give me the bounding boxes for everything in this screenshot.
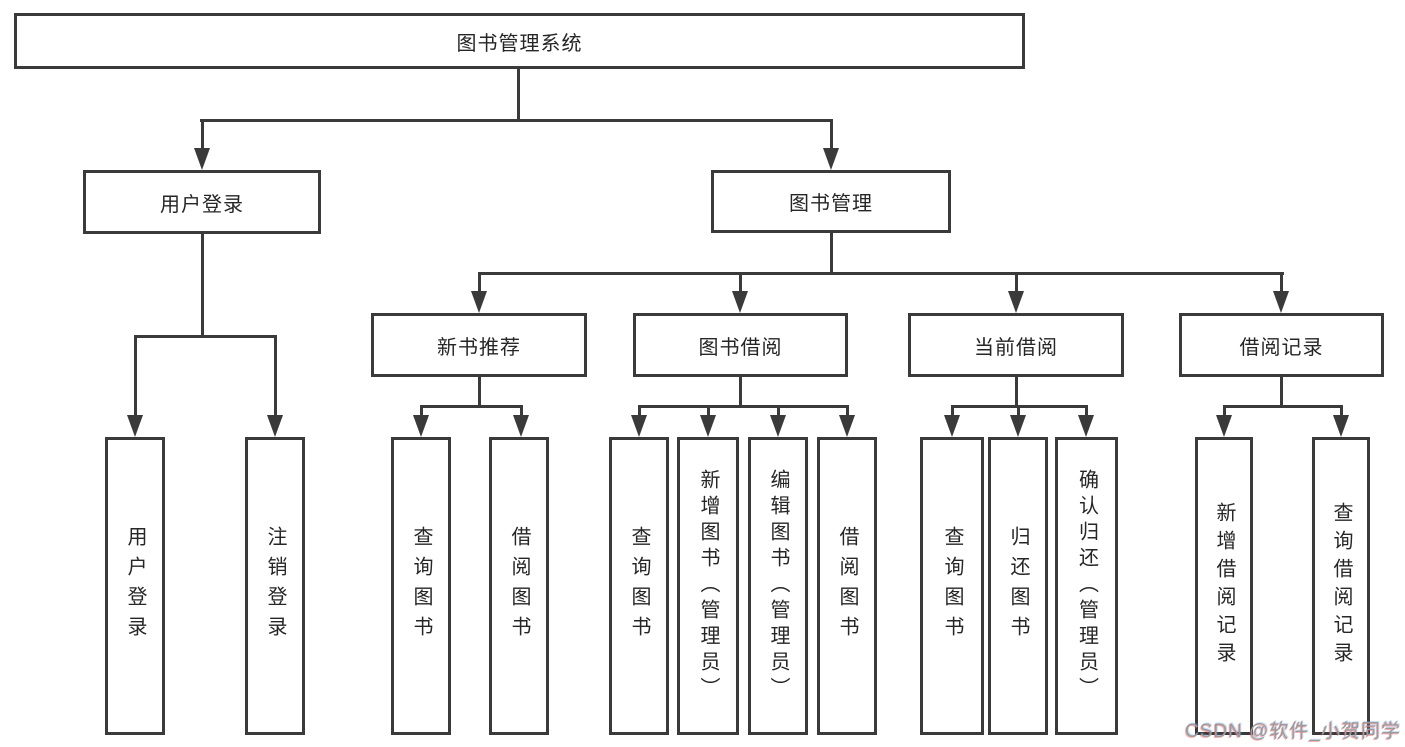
leaf-add-books-admin: 新增图书（管理员） [677, 437, 739, 735]
connector-line [517, 69, 520, 121]
connector-line [200, 234, 204, 338]
connector-line [1339, 405, 1343, 420]
connector-line [1222, 405, 1226, 420]
connector-line [477, 272, 1284, 275]
connector-line [829, 233, 833, 275]
leaf-query-books-borrowing: 查询图书 [609, 437, 669, 735]
arrow-down-icon [839, 415, 855, 437]
connector-line [519, 405, 523, 420]
connector-line [776, 405, 780, 420]
connector-line [738, 272, 742, 297]
connector-line [1014, 272, 1018, 297]
connector-line [1014, 377, 1018, 408]
arrow-down-icon [267, 415, 283, 437]
connector-line [419, 405, 423, 420]
connector-line [950, 405, 954, 420]
connector-line [1016, 405, 1020, 420]
connector-line [637, 405, 849, 408]
node-label: 归还图书 [1007, 526, 1029, 646]
arrow-down-icon [194, 148, 210, 170]
node-label: 编辑图书（管理员） [767, 469, 789, 703]
node-label: 新书推荐 [437, 336, 521, 359]
node-label: 确认归还（管理员） [1075, 469, 1098, 703]
leaf-query-books-recommend: 查询图书 [391, 437, 451, 735]
connector-line [637, 405, 641, 420]
node-label: 新增图书（管理员） [697, 469, 719, 703]
connector-line [133, 335, 137, 419]
connector-line [1084, 405, 1088, 420]
connector-line [477, 272, 481, 297]
node-label: 用户登录 [124, 526, 146, 646]
arrow-down-icon [1333, 415, 1349, 437]
connector-line [477, 377, 481, 408]
arrow-down-icon [1216, 415, 1232, 437]
leaf-borrow-books-recommend: 借阅图书 [489, 437, 549, 735]
node-label: 图书借阅 [698, 336, 783, 359]
leaf-edit-books-admin: 编辑图书（管理员） [748, 437, 808, 735]
leaf-logout: 注销登录 [245, 437, 305, 735]
csdn-watermark: CSDN @软件_小贺同学 [1185, 721, 1401, 742]
leaf-confirm-return-admin: 确认归还（管理员） [1055, 437, 1118, 735]
connector-line [1279, 377, 1283, 408]
node-label: 用户登录 [160, 193, 244, 216]
arrow-down-icon [1010, 415, 1026, 437]
arrow-down-icon [944, 415, 960, 437]
node-label: 查询图书 [628, 526, 650, 646]
node-label: 新增借阅记录 [1213, 502, 1235, 670]
connector-line [738, 377, 742, 408]
connector-line [845, 405, 849, 420]
leaf-user-login: 用户登录 [105, 437, 165, 735]
node-book-borrowing: 图书借阅 [633, 313, 848, 377]
arrow-down-icon [471, 291, 487, 313]
arrow-down-icon [1078, 415, 1094, 437]
node-label: 图书管理 [789, 193, 873, 215]
node-label: 借阅图书 [836, 526, 858, 646]
connector-line [829, 119, 833, 151]
node-new-book-recommend: 新书推荐 [371, 313, 587, 377]
node-current-borrowing: 当前借阅 [908, 313, 1124, 377]
arrow-down-icon [823, 148, 839, 170]
node-user-login: 用户登录 [83, 170, 321, 234]
connector-line [273, 335, 277, 419]
arrow-down-icon [513, 415, 529, 437]
connector-line [133, 335, 277, 338]
arrow-down-icon [631, 415, 647, 437]
node-borrowing-records: 借阅记录 [1179, 313, 1384, 377]
arrow-down-icon [1273, 291, 1289, 313]
node-label: 当前借阅 [974, 336, 1058, 359]
connector-line [706, 405, 710, 420]
arrow-down-icon [732, 291, 748, 313]
leaf-return-books: 归还图书 [988, 437, 1048, 735]
leaf-query-books-current: 查询图书 [920, 437, 984, 735]
arrow-down-icon [413, 415, 429, 437]
arrow-down-icon [770, 415, 786, 437]
leaf-query-borrow-record: 查询借阅记录 [1312, 437, 1370, 735]
arrow-down-icon [700, 415, 716, 437]
leaf-add-borrow-record: 新增借阅记录 [1195, 437, 1253, 735]
node-label: 查询图书 [410, 526, 432, 646]
leaf-borrow-books-borrowing: 借阅图书 [817, 437, 877, 735]
connector-line [1222, 405, 1343, 408]
node-label: 查询借阅记录 [1330, 502, 1352, 670]
node-label: 注销登录 [264, 526, 286, 646]
connector-line [419, 405, 523, 408]
node-label: 查询图书 [941, 526, 963, 646]
node-label: 借阅图书 [508, 526, 530, 646]
node-label: 借阅记录 [1239, 336, 1324, 359]
node-library-management-system: 图书管理系统 [14, 13, 1025, 69]
node-book-management: 图书管理 [711, 170, 951, 233]
arrow-down-icon [1008, 291, 1024, 313]
connector-line [200, 119, 204, 151]
connector-line [1279, 272, 1283, 297]
arrow-down-icon [127, 415, 143, 437]
node-label: 图书管理系统 [456, 32, 583, 55]
connector-line [200, 119, 832, 122]
